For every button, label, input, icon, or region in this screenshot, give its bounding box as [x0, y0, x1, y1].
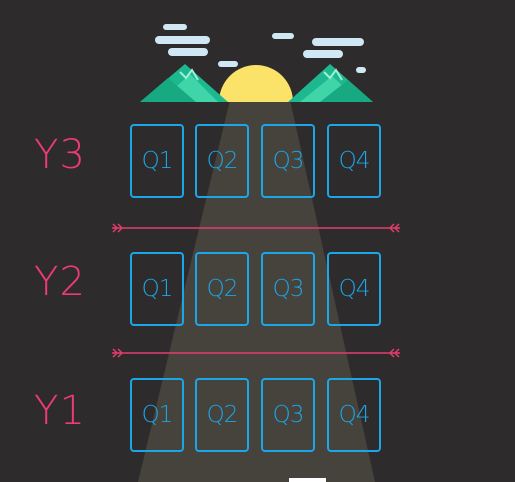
year-label: Y1	[34, 388, 86, 434]
quarter-card: Q1	[130, 124, 184, 198]
quarter-card: Q4	[327, 124, 381, 198]
bottom-marker	[289, 478, 326, 482]
quarter-row-y3: Q1 Q2 Q3 Q4	[130, 124, 385, 200]
divider-bottom	[112, 348, 400, 358]
right-mountains-icon	[288, 64, 373, 102]
quarter-card: Q2	[195, 252, 249, 326]
quarter-card: Q3	[261, 252, 315, 326]
quarter-card: Q1	[130, 252, 184, 326]
quarter-card: Q1	[130, 378, 184, 452]
quarter-card: Q3	[261, 378, 315, 452]
light-beam	[138, 100, 375, 482]
quarter-row-y2: Q1 Q2 Q3 Q4	[130, 252, 385, 328]
sun-icon	[219, 65, 293, 102]
right-cloud-icon	[272, 33, 366, 73]
quarter-row-y1: Q1 Q2 Q3 Q4	[130, 378, 385, 454]
left-cloud-icon	[155, 24, 238, 67]
left-mountains-icon	[140, 64, 228, 102]
quarter-card: Q2	[195, 378, 249, 452]
divider-top	[112, 223, 400, 233]
quarter-card: Q3	[261, 124, 315, 198]
quarter-card: Q4	[327, 252, 381, 326]
quarter-card: Q4	[327, 378, 381, 452]
year-label: Y2	[34, 259, 86, 305]
quarter-card: Q2	[195, 124, 249, 198]
year-label: Y3	[34, 132, 86, 178]
